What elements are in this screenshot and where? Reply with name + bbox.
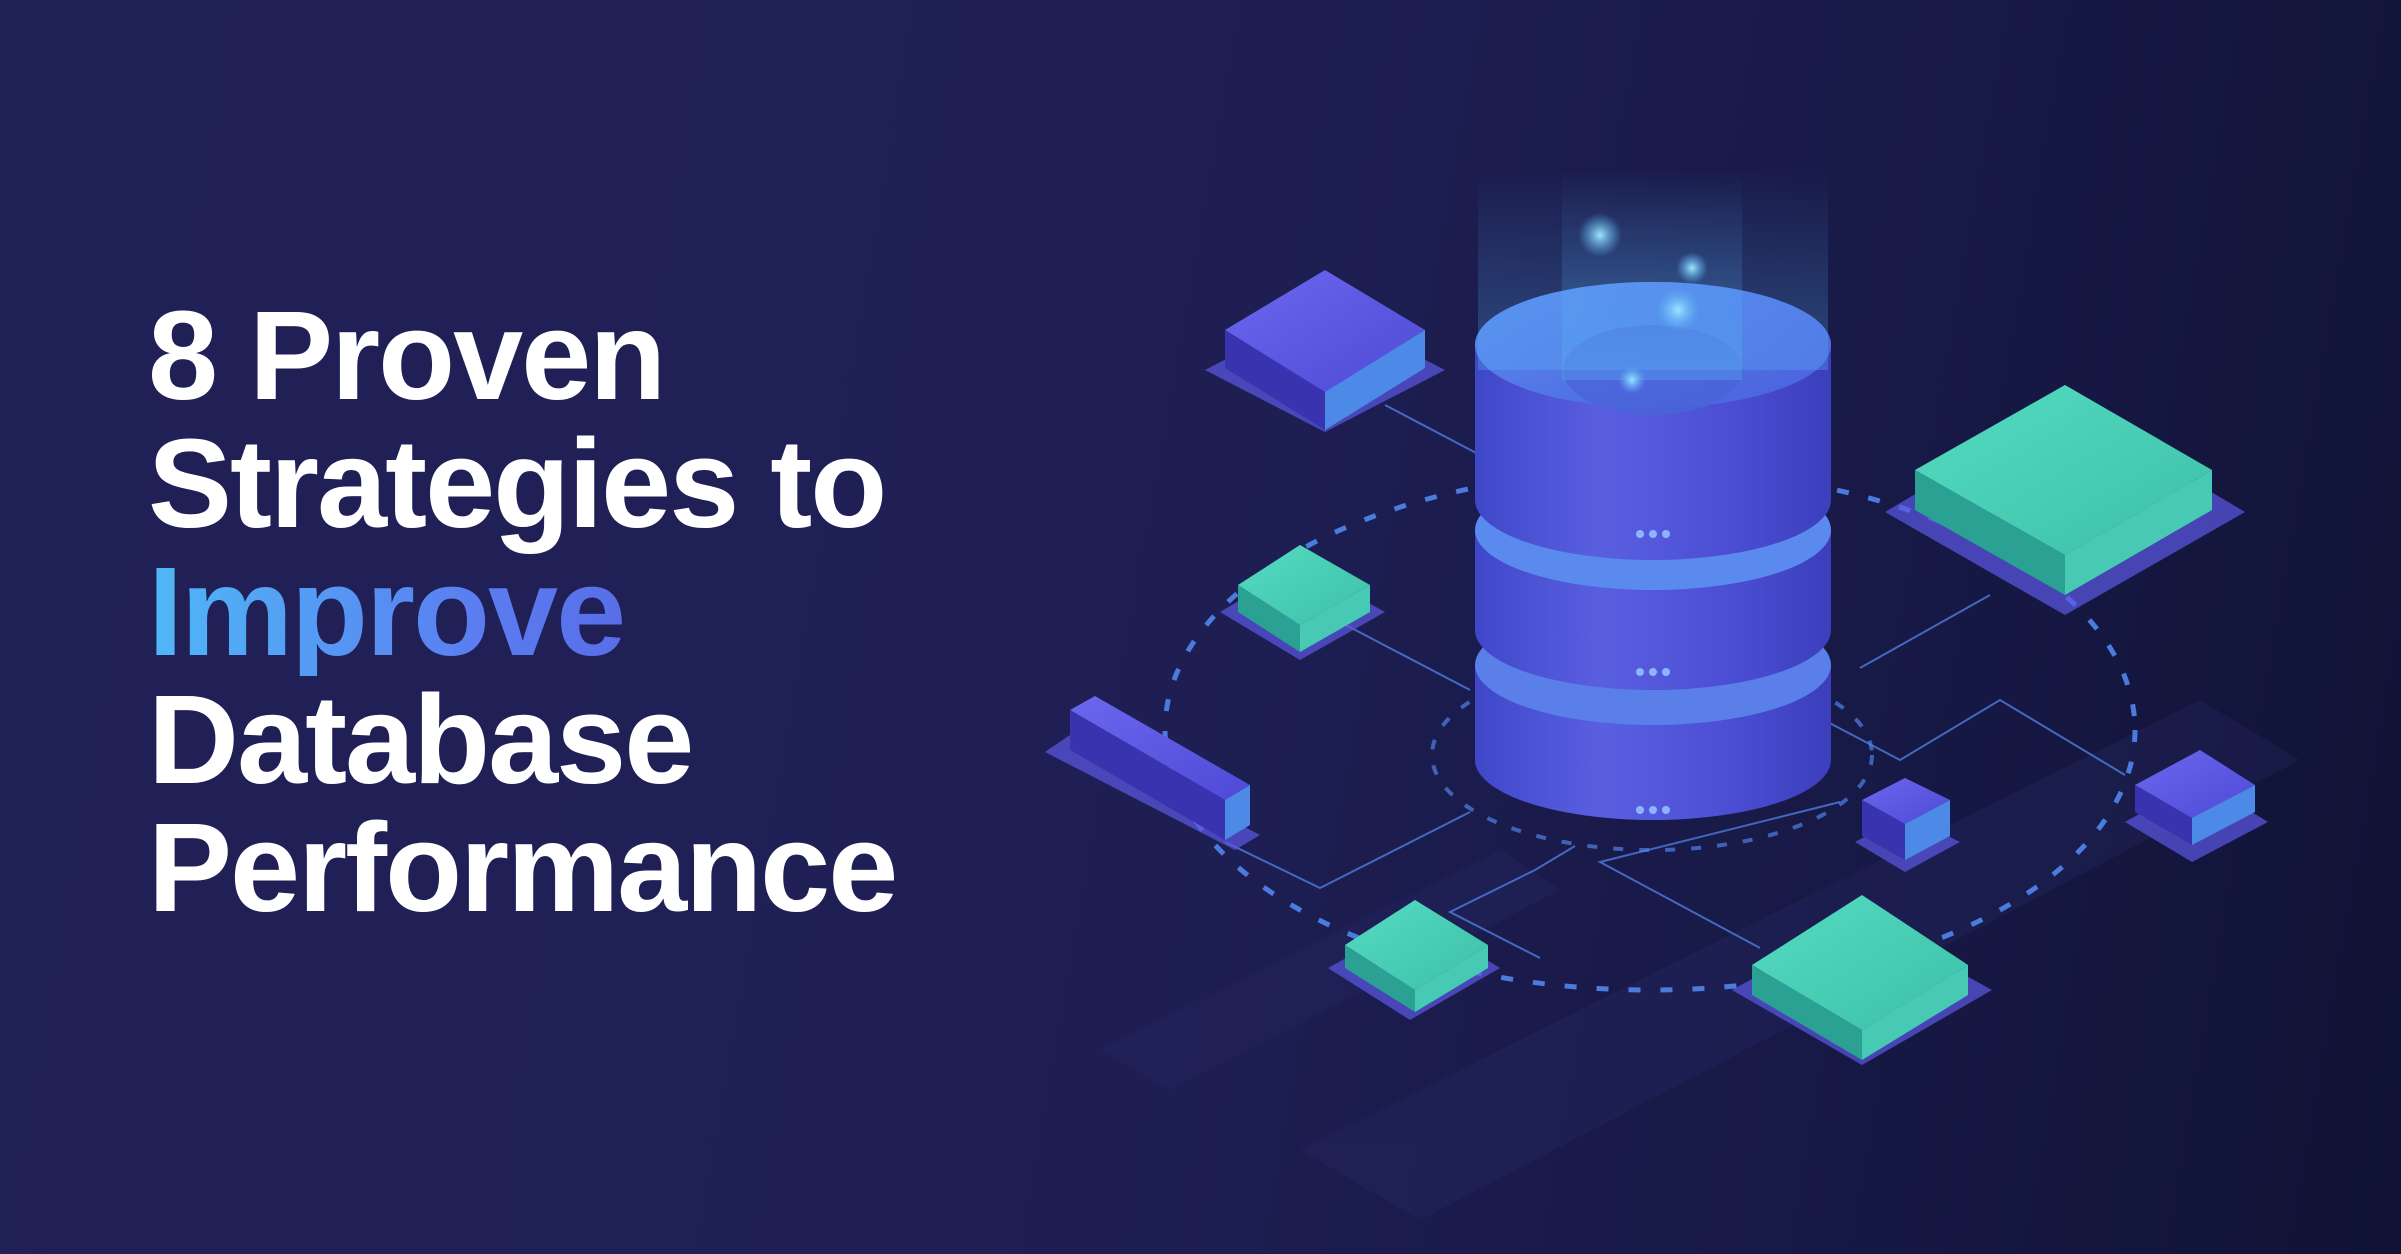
block-purple-top-left [1205,270,1445,432]
block-teal-bottom-left [1328,900,1500,1020]
block-teal-bottom-center [1732,895,1992,1065]
block-purple-small-right [2125,750,2268,862]
headline-line-1: 8 Proven [148,285,666,426]
headline-line-5: Performance [148,797,898,938]
headline-line-2: Strategies to [148,413,887,554]
database-cylinder [1475,170,1831,820]
headline: 8 Proven Strategies to Improve Database … [148,285,898,938]
block-purple-small-center [1855,778,1960,872]
headline-highlight: Improve [148,548,896,676]
inner-ring [1430,658,1874,852]
connector-lines [1224,404,2126,959]
headline-line-4: Database [148,669,694,810]
block-purple-long-left [1045,696,1260,850]
block-teal-top-right [1885,385,2245,615]
block-teal-left [1220,545,1385,660]
